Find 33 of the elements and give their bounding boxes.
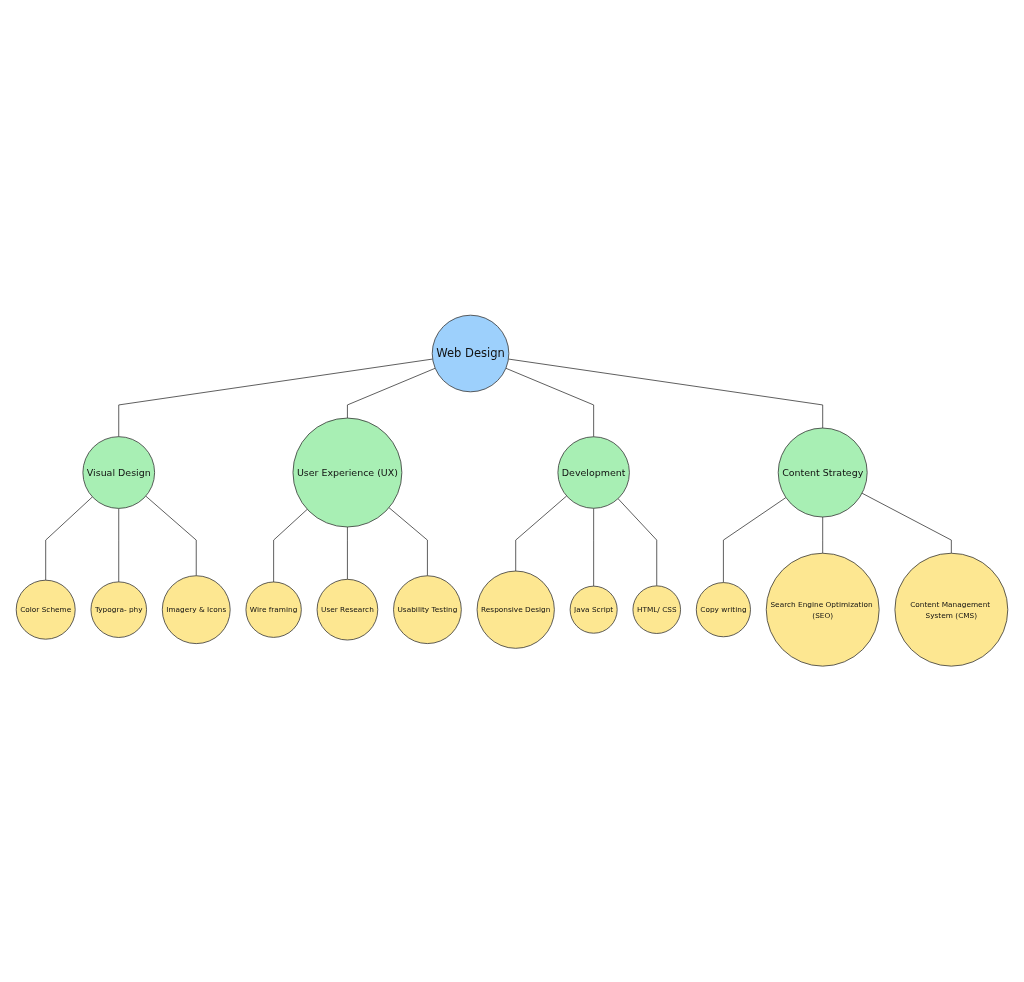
connector [593, 508, 595, 587]
node-circle [245, 581, 302, 639]
connector [347, 368, 436, 419]
connector [118, 359, 434, 438]
connector [505, 368, 595, 438]
connector [145, 496, 197, 577]
node-circle [765, 553, 880, 667]
node-circle [393, 575, 462, 645]
node-circle [15, 580, 76, 640]
node-circle [316, 579, 379, 641]
connector [273, 509, 308, 583]
node-circle [632, 585, 681, 635]
connector [347, 526, 348, 581]
connector [861, 493, 952, 554]
connector [118, 508, 120, 583]
connector [45, 496, 93, 581]
node-circle [476, 570, 555, 650]
node-circle [695, 582, 751, 638]
connector [508, 359, 824, 429]
node-circle [82, 436, 155, 510]
node-circle [292, 418, 403, 528]
connector [822, 516, 824, 554]
connector [515, 495, 568, 572]
node-circle [557, 436, 630, 509]
node-circle [161, 575, 231, 645]
node-circle [431, 315, 510, 393]
connector [617, 498, 658, 587]
node-circle [569, 586, 618, 634]
connector [388, 507, 428, 577]
node-circle [90, 581, 147, 639]
connector [723, 497, 787, 584]
node-circle [894, 553, 1009, 667]
node-circle [777, 427, 868, 518]
